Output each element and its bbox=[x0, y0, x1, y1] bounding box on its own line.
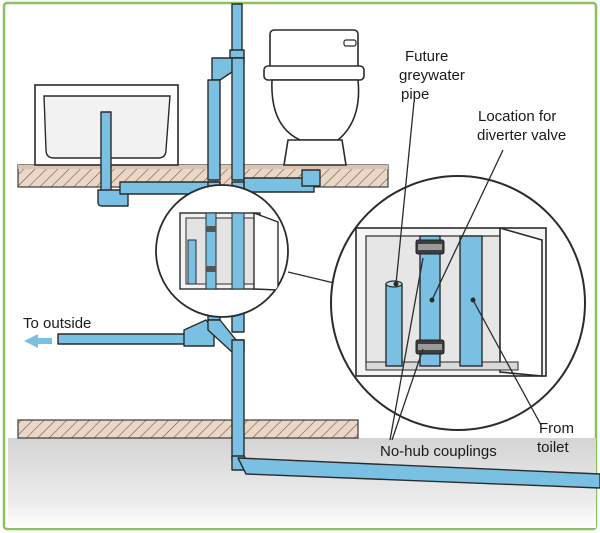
label-from-toilet-line1: From bbox=[539, 420, 574, 437]
leader-lines bbox=[389, 101, 542, 441]
label-from-toilet: From toilet bbox=[537, 420, 578, 456]
label-diverter: Location for diverter valve bbox=[477, 108, 566, 144]
detail-circle-large bbox=[330, 175, 586, 431]
leader-dots bbox=[393, 281, 476, 303]
future-greywater-pipe bbox=[385, 283, 403, 367]
label-diverter-line2: diverter valve bbox=[477, 127, 566, 144]
label-couplings: No-hub couplings bbox=[380, 443, 497, 460]
label-from-toilet-line2: toilet bbox=[537, 439, 570, 456]
label-future-pipe: Future greywater pipe bbox=[399, 48, 469, 103]
label-future-pipe-line1: Future bbox=[405, 48, 448, 65]
toilet-icon bbox=[263, 29, 365, 166]
label-future-pipe-line3: pipe bbox=[401, 86, 429, 103]
label-to-outside: To outside bbox=[23, 315, 91, 332]
arrow-left-icon bbox=[24, 334, 52, 348]
coupling-icon bbox=[415, 239, 445, 255]
label-future-pipe-line2: greywater bbox=[399, 67, 465, 84]
detail-circle-small bbox=[155, 184, 289, 318]
ground bbox=[8, 438, 596, 528]
lower-floor bbox=[17, 419, 359, 439]
zoom-connector bbox=[287, 271, 335, 284]
coupling-icon bbox=[415, 339, 445, 355]
cabinet-shelf bbox=[365, 361, 519, 371]
label-diverter-line1: Location for bbox=[478, 108, 556, 125]
